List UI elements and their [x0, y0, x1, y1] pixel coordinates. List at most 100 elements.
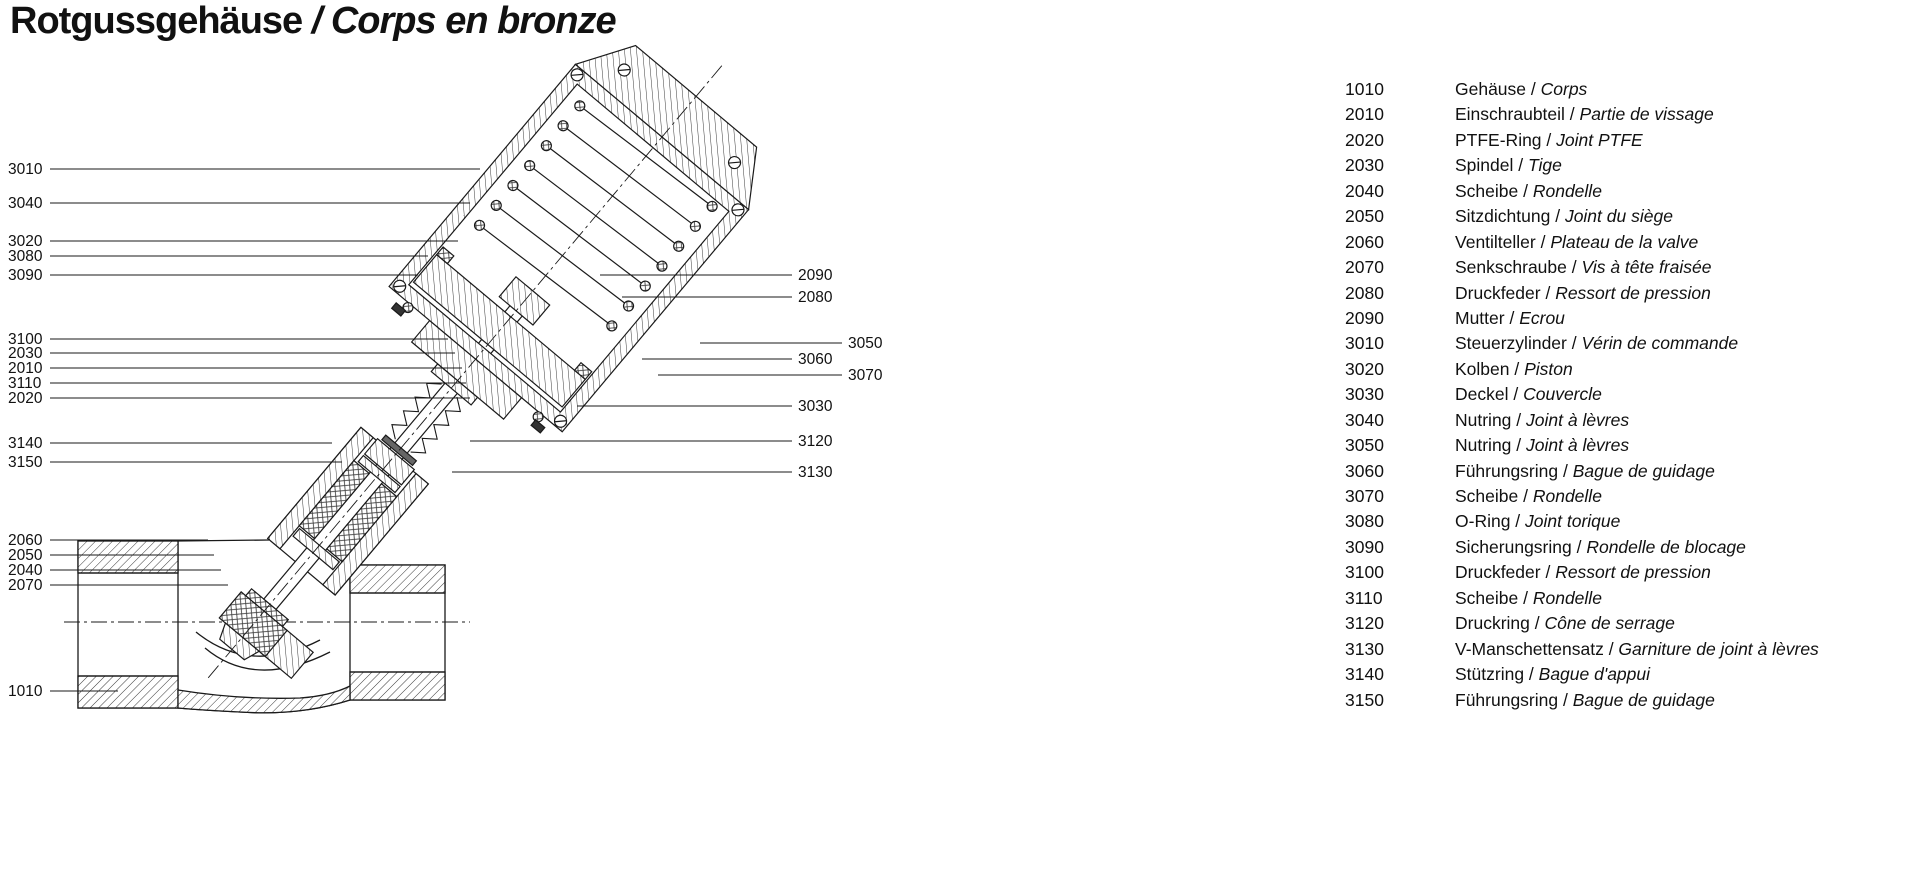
part-row: 2010 Einschraubteil / Partie de vissage — [1345, 104, 1819, 129]
part-number: 3120 — [1345, 613, 1384, 634]
callout-3010: 3010 — [8, 161, 480, 178]
part-row: 3080 O-Ring / Joint torique — [1345, 511, 1819, 536]
part-row: 2070 Senkschraube / Vis à tête fraisée — [1345, 257, 1819, 282]
callout-label: 3120 — [798, 433, 833, 450]
part-name: Deckel / Couvercle — [1455, 384, 1602, 405]
part-name: Sitzdichtung / Joint du siège — [1455, 206, 1673, 227]
part-number: 2040 — [1345, 180, 1384, 201]
part-name-separator: / — [1518, 486, 1533, 506]
callout-label: 2070 — [8, 577, 43, 594]
part-name-separator: / — [1518, 587, 1533, 608]
part-senkschraube-2070 — [219, 622, 261, 661]
part-name-separator: / — [1524, 664, 1539, 685]
callout-3050: 3050 — [700, 335, 883, 352]
part-number: 2070 — [1345, 257, 1384, 278]
part-row: 3090 Sicherungsring / Rondelle de blocag… — [1345, 537, 1819, 562]
part-name-german: Stützring — [1455, 664, 1525, 685]
part-row: 2040 Scheibe / Rondelle — [1345, 181, 1819, 206]
part-number: 2090 — [1345, 307, 1384, 328]
part-name-french: Joint à lèvres — [1526, 435, 1630, 456]
part-name-german: O-Ring — [1455, 511, 1511, 532]
callout-2090: 2090 — [600, 267, 833, 284]
part-name-german: PTFE-Ring — [1455, 129, 1542, 150]
part-name: Gehäuse / Corps — [1455, 79, 1587, 100]
part-nutring-3040 — [435, 246, 455, 265]
part-name-separator: / — [1603, 638, 1619, 659]
callout-label: 3130 — [798, 464, 833, 481]
part-name-separator: / — [1550, 206, 1565, 227]
part-name-french: Garniture de joint à lèvres — [1618, 638, 1819, 659]
part-name: Senkschraube / Vis à tête fraisée — [1455, 257, 1712, 278]
part-sicherungsring-3090 — [390, 302, 546, 434]
part-number: 3080 — [1345, 511, 1384, 532]
part-name-french: Corps — [1540, 79, 1588, 99]
callout-2010: 2010 — [8, 360, 462, 377]
part-name-german: Spindel — [1455, 155, 1514, 176]
part-name: Stützring / Bague d'appui — [1455, 664, 1650, 685]
part-nutring-3050 — [573, 361, 593, 381]
part-name-french: Bague d'appui — [1538, 664, 1651, 685]
part-name-separator: / — [1535, 231, 1551, 252]
part-name-german: Scheibe — [1455, 180, 1519, 201]
callout-label: 2010 — [8, 360, 43, 377]
callout-3150: 3150 — [8, 454, 342, 471]
title-french: Corps en bronze — [330, 0, 617, 42]
part-number: 3070 — [1345, 486, 1384, 506]
callout-label: 2040 — [8, 562, 43, 579]
part-name: V-Manschettensatz / Garniture de joint à… — [1455, 639, 1819, 660]
callout-label: 3060 — [798, 351, 833, 368]
part-name-french: Plateau de la valve — [1550, 231, 1699, 252]
part-name-french: Partie de vissage — [1579, 104, 1714, 125]
callout-1010: 1010 — [8, 683, 118, 700]
part-number: 1010 — [1345, 79, 1384, 99]
callout-label: 2050 — [8, 547, 43, 564]
part-row: 3040 Nutring / Joint à lèvres — [1345, 410, 1819, 435]
callout-3120: 3120 — [470, 433, 833, 450]
part-name-separator: / — [1564, 104, 1580, 125]
callout-2080: 2080 — [622, 289, 833, 306]
part-name-german: Deckel — [1455, 384, 1509, 405]
part-name: Spindel / Tige — [1455, 155, 1562, 176]
part-name-french: Ressort de pression — [1555, 282, 1711, 303]
part-row: 3010 Steuerzylinder / Vérin de commande — [1345, 333, 1819, 358]
part-number: 3050 — [1345, 435, 1384, 456]
part-name-german: Mutter — [1455, 307, 1505, 328]
part-row: 3070 Scheibe / Rondelle — [1345, 486, 1819, 511]
left-pipe-end — [77, 540, 179, 709]
part-number: 2080 — [1345, 282, 1384, 303]
right-pipe-end — [349, 564, 446, 701]
part-number: 2050 — [1345, 206, 1384, 227]
part-name: Mutter / Ecrou — [1455, 308, 1565, 329]
part-name-german: Senkschraube — [1455, 257, 1567, 278]
part-number: 3140 — [1345, 664, 1384, 685]
callout-label: 3040 — [8, 195, 43, 212]
part-name-german: Scheibe — [1455, 486, 1519, 506]
part-name-german: Einschraubteil — [1455, 104, 1565, 125]
part-name-french: Joint torique — [1525, 511, 1621, 532]
part-deckel-3030 — [574, 44, 758, 211]
part-name: PTFE-Ring / Joint PTFE — [1455, 130, 1643, 151]
part-name-german: Druckring — [1455, 613, 1530, 634]
part-number: 3100 — [1345, 562, 1384, 583]
part-name-french: Joint à lèvres — [1526, 409, 1630, 430]
title-german: Rotgussgehäuse — [10, 0, 303, 42]
part-name: Steuerzylinder / Vérin de commande — [1455, 333, 1738, 354]
callout-label: 2090 — [798, 267, 833, 284]
part-name-german: Führungsring — [1455, 460, 1559, 481]
part-row: 2030 Spindel / Tige — [1345, 155, 1819, 180]
part-name-french: Rondelle — [1532, 587, 1602, 608]
callout-3070: 3070 — [658, 367, 883, 384]
part-row: 3150 Führungsring / Bague de guidage — [1345, 690, 1819, 715]
callout-label: 3100 — [8, 331, 43, 348]
part-name-french: Joint du siège — [1564, 206, 1673, 227]
callout-3090: 3090 — [8, 267, 418, 284]
callout-3140: 3140 — [8, 435, 332, 452]
part-number: 3060 — [1345, 460, 1384, 481]
part-number: 3110 — [1345, 587, 1383, 608]
callout-3110: 3110 — [8, 375, 466, 392]
part-row: 3100 Druckfeder / Ressort de pression — [1345, 562, 1819, 587]
callout-3130: 3130 — [452, 464, 833, 481]
part-number: 3010 — [1345, 333, 1384, 354]
part-name: Nutring / Joint à lèvres — [1455, 435, 1629, 456]
callout-3080: 3080 — [8, 248, 428, 265]
